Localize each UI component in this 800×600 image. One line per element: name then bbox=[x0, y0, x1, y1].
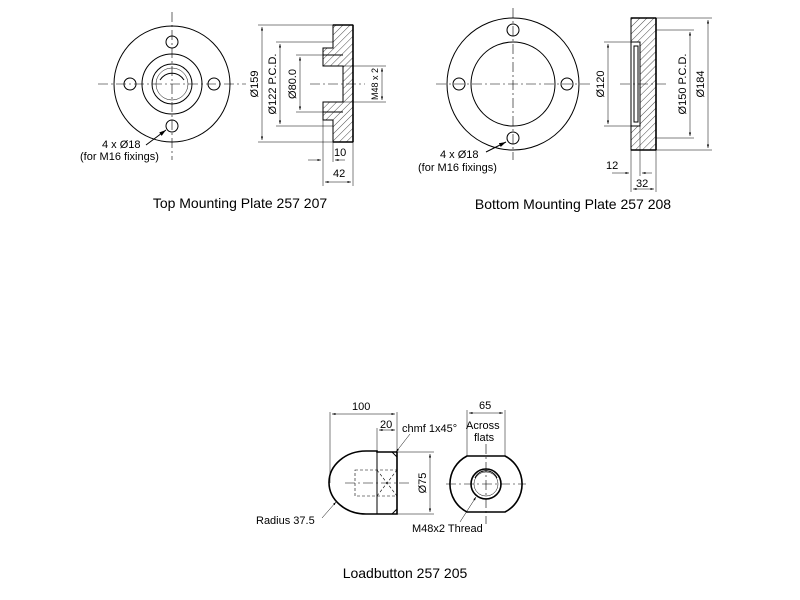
loadbutton-dia: Ø75 bbox=[417, 473, 429, 494]
top-plate-holes-note: 4 x Ø18 bbox=[102, 139, 141, 151]
bottom-plate-recess-dia: Ø120 bbox=[595, 71, 607, 98]
top-plate-pcd: Ø122 P.C.D. bbox=[267, 54, 279, 115]
loadbutton-caption: Loadbutton 257 205 bbox=[343, 565, 468, 581]
loadbutton-across-flats-line2: flats bbox=[474, 432, 495, 444]
top-plate-section-view: Ø159 Ø122 P.C.D. Ø80.0 M48 x 2 10 42 bbox=[249, 24, 386, 186]
bottom-plate-total-width: 32 bbox=[636, 178, 648, 190]
loadbutton-across-flats-value: 65 bbox=[479, 400, 491, 412]
bottom-plate-caption: Bottom Mounting Plate 257 208 bbox=[475, 196, 671, 212]
bottom-plate-front-view: 4 x Ø18 (for M16 fixings) bbox=[418, 8, 590, 174]
loadbutton-shoulder: 20 bbox=[380, 419, 392, 431]
loadbutton-side-view: 100 20 chmf 1x45° Ø75 Radius 37.5 bbox=[256, 401, 457, 527]
top-plate-outer-dia: Ø159 bbox=[249, 71, 261, 98]
loadbutton-across-flats-line1: Across bbox=[466, 420, 500, 432]
bottom-plate-section-view: Ø120 Ø150 P.C.D. Ø184 12 32 bbox=[595, 17, 712, 192]
top-plate-caption: Top Mounting Plate 257 207 bbox=[153, 195, 328, 211]
top-plate-bore-dia: Ø80.0 bbox=[287, 69, 299, 99]
bottom-plate-outer-dia: Ø184 bbox=[695, 71, 707, 98]
top-plate-total-width: 42 bbox=[333, 168, 345, 180]
bottom-plate-holes-note: 4 x Ø18 bbox=[440, 149, 479, 161]
loadbutton-chamfer: chmf 1x45° bbox=[402, 423, 457, 435]
top-plate-fixings-note: (for M16 fixings) bbox=[80, 151, 159, 163]
bottom-plate-recess-depth: 12 bbox=[606, 160, 618, 172]
top-plate-thread: M48 x 2 bbox=[370, 68, 380, 100]
loadbutton-end-view: 65 Across flats M48x2 Thread bbox=[412, 400, 526, 535]
top-plate-front-view: 4 x Ø18 (for M16 fixings) bbox=[80, 12, 246, 163]
bottom-plate-fixings-note: (for M16 fixings) bbox=[418, 162, 497, 174]
loadbutton-length: 100 bbox=[352, 401, 370, 413]
top-plate-thickness: 10 bbox=[334, 147, 346, 159]
loadbutton-thread: M48x2 Thread bbox=[412, 523, 483, 535]
loadbutton-radius: Radius 37.5 bbox=[256, 515, 315, 527]
bottom-plate-pcd: Ø150 P.C.D. bbox=[677, 54, 689, 115]
